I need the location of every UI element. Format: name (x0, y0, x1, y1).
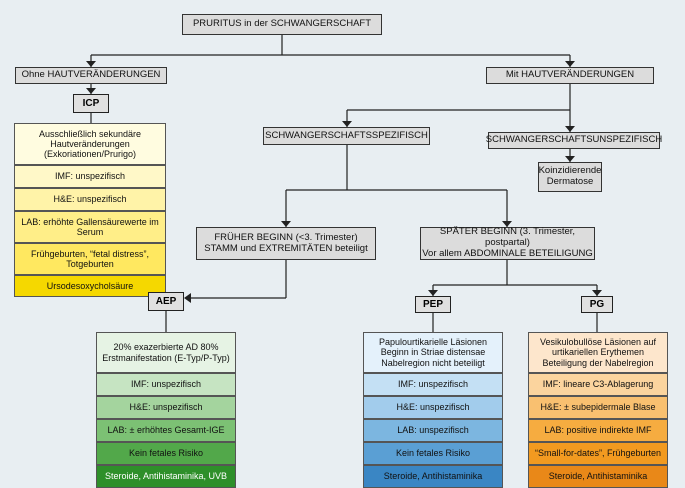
pg-tag: PG (581, 296, 613, 313)
aep-he: H&E: unspezifisch (96, 396, 236, 419)
icp-tag: ICP (73, 94, 109, 113)
early-onset-line1: FRÜHER BEGINN (<3. Trimester) (214, 231, 358, 243)
icp-column: Ausschließlich sekundäre Hautveränderung… (14, 123, 166, 297)
early-onset-node: FRÜHER BEGINN (<3. Trimester) STAMM und … (196, 227, 376, 260)
coincident-dermatosis-node: Koinzidierende Dermatose (538, 162, 602, 192)
pep-lab: LAB: unspezifisch (363, 419, 503, 442)
pregnancy-specific-node: SCHWANGERSCHAFTSSPEZIFISCH (263, 127, 430, 145)
late-onset-line1: SPÄTER BEGINN (3. Trimester, postpartal) (439, 226, 576, 249)
pep-he: H&E: unspezifisch (363, 396, 503, 419)
pep-fetal-risk: Kein fetales Risiko (363, 442, 503, 465)
icp-description: Ausschließlich sekundäre Hautveränderung… (14, 123, 166, 165)
late-onset-line2: Vor allem ABDOMINALE BETEILIGUNG (422, 247, 593, 259)
pregnancy-unspecific-node: SCHWANGERSCHAFTSUNSPEZIFISCH (486, 132, 662, 149)
branch-without-skin-changes: Ohne HAUTVERÄNDERUNGEN (15, 67, 167, 84)
pg-imf: IMF: lineare C3-Ablagerung (528, 373, 668, 396)
aep-therapy: Steroide, Antihistaminika, UVB (96, 465, 236, 488)
branch-with-skin-changes: Mit HAUTVERÄNDERUNGEN (486, 67, 654, 84)
pg-he: H&E: ± subepidermale Blase (528, 396, 668, 419)
aep-tag: AEP (148, 292, 184, 311)
pep-therapy: Steroide, Antihistaminika (363, 465, 503, 488)
aep-fetal-risk: Kein fetales Risiko (96, 442, 236, 465)
icp-therapy: Ursodesoxycholsäure (14, 275, 166, 297)
icp-lab: LAB: erhöhte Gallensäurewerte im Serum (14, 211, 166, 243)
pg-description: Vesikulobullöse Läsionen auf urtikariell… (528, 332, 668, 373)
icp-he: H&E: unspezifisch (14, 188, 166, 211)
pep-imf: IMF: unspezifisch (363, 373, 503, 396)
pep-column: Papulourtikarielle Läsionen Beginn in St… (363, 332, 503, 488)
late-onset-node: SPÄTER BEGINN (3. Trimester, postpartal)… (420, 226, 595, 260)
icp-fetal-risk: Frühgeburten, “fetal distress”, Totgebur… (14, 243, 166, 275)
pg-fetal-risk: “Small-for-dates”, Frühgeburten (528, 442, 668, 465)
aep-imf: IMF: unspezifisch (96, 373, 236, 396)
aep-column: 20% exazerbierte AD 80% Erstmanifestatio… (96, 332, 236, 488)
early-onset-line2: STAMM und EXTREMITÄTEN beteiligt (204, 242, 368, 254)
pg-therapy: Steroide, Antihistaminika (528, 465, 668, 488)
root-node: PRURITUS in der SCHWANGERSCHAFT (182, 14, 382, 35)
pep-tag: PEP (415, 296, 451, 313)
pg-column: Vesikulobullöse Läsionen auf urtikariell… (528, 332, 668, 488)
aep-lab: LAB: ± erhöhtes Gesamt-IGE (96, 419, 236, 442)
pg-lab: LAB: positive indirekte IMF (528, 419, 668, 442)
icp-imf: IMF: unspezifisch (14, 165, 166, 188)
aep-description: 20% exazerbierte AD 80% Erstmanifestatio… (96, 332, 236, 373)
connector-lines (86, 35, 602, 332)
pep-description: Papulourtikarielle Läsionen Beginn in St… (363, 332, 503, 373)
